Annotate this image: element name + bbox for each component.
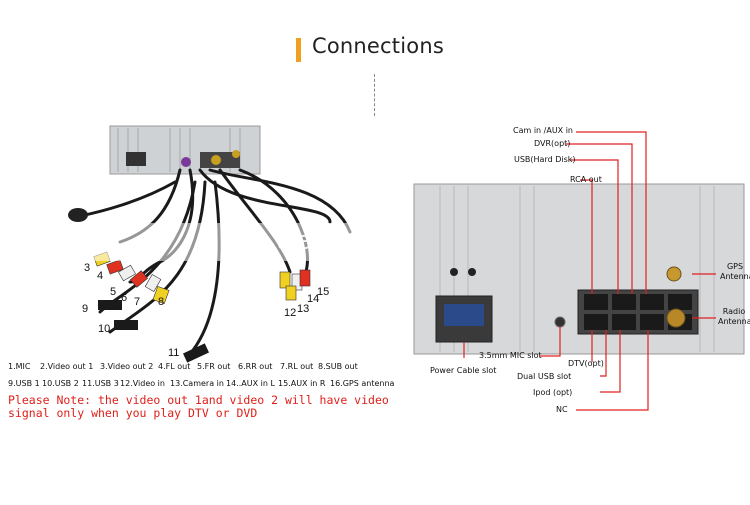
cable-number-8: 8 bbox=[158, 296, 165, 308]
cable-number-6: 6 bbox=[121, 292, 128, 304]
caption-camera-in: 13.Camera in bbox=[170, 379, 224, 388]
label-dvr-opt: DVR(opt) bbox=[534, 139, 571, 148]
back-panel-photo bbox=[410, 122, 750, 415]
caption-usb-2: 10.USB 2 bbox=[42, 379, 79, 388]
title-accent-bar bbox=[296, 38, 301, 62]
caption-video-in: 12.Video in bbox=[120, 379, 165, 388]
cable-number-11: 11 bbox=[168, 347, 180, 359]
caption-rr-out: 6.RR out bbox=[238, 362, 273, 371]
cable-number-12: 12 bbox=[284, 307, 297, 319]
caption-sub-out: 8.SUB out bbox=[318, 362, 358, 371]
caption-usb-3: 11.USB 3 bbox=[82, 379, 119, 388]
label-dtv-opt: DTV(opt) bbox=[568, 359, 604, 368]
caption-video-out-2: 3.Video out 2 bbox=[100, 362, 154, 371]
cable-number-4: 4 bbox=[97, 270, 104, 282]
label-gps-antenna: GPS Antenna bbox=[720, 262, 750, 281]
label-usb-hard-disk: USB(Hard Disk) bbox=[514, 155, 576, 164]
caption-aux-in-l: 14..AUX in L bbox=[226, 379, 275, 388]
cable-harness-photo bbox=[0, 122, 410, 415]
label-nc: NC bbox=[556, 405, 568, 414]
header-divider bbox=[374, 74, 375, 116]
cable-number-3: 3 bbox=[84, 262, 91, 274]
caption-usb-1: 9.USB 1 bbox=[8, 379, 40, 388]
label-cam-in-aux-in: Cam in /AUX in bbox=[513, 126, 573, 135]
label-ipod-opt: Ipod (opt) bbox=[533, 388, 573, 397]
label-rca-out: RCA out bbox=[570, 175, 602, 184]
video-out-note: Please Note: the video out 1and video 2 … bbox=[8, 393, 389, 420]
page-title: Connections bbox=[312, 34, 444, 58]
caption-mic: 1.MIC bbox=[8, 362, 31, 371]
caption-fr-out: 5.FR out bbox=[197, 362, 231, 371]
cable-number-7: 7 bbox=[134, 296, 141, 308]
cable-number-5: 5 bbox=[110, 286, 117, 298]
caption-video-out-1: 2.Video out 1 bbox=[40, 362, 94, 371]
caption-aux-in-r: 15.AUX in R bbox=[278, 379, 326, 388]
label-radio-antenna: Radio Antenna bbox=[718, 307, 750, 326]
label-power-cable-slot: Power Cable slot bbox=[430, 366, 497, 375]
label-dual-usb-slot: Dual USB slot bbox=[517, 372, 572, 381]
label-mic-slot: 3.5mm MIC slot bbox=[479, 351, 542, 360]
cable-number-14: 14 bbox=[307, 293, 320, 305]
cable-number-9: 9 bbox=[82, 303, 89, 315]
cable-number-15: 15 bbox=[317, 286, 330, 298]
caption-rl-out: 7.RL out bbox=[280, 362, 314, 371]
back-panel-illustration bbox=[413, 131, 745, 411]
cable-harness-illustration bbox=[68, 125, 352, 363]
cable-number-13: 13 bbox=[297, 303, 310, 315]
header: Connections bbox=[0, 0, 750, 120]
caption-gps-antenna: 16.GPS antenna bbox=[330, 379, 395, 388]
cable-number-10: 10 bbox=[98, 323, 111, 335]
caption-fl-out: 4.FL out bbox=[158, 362, 191, 371]
